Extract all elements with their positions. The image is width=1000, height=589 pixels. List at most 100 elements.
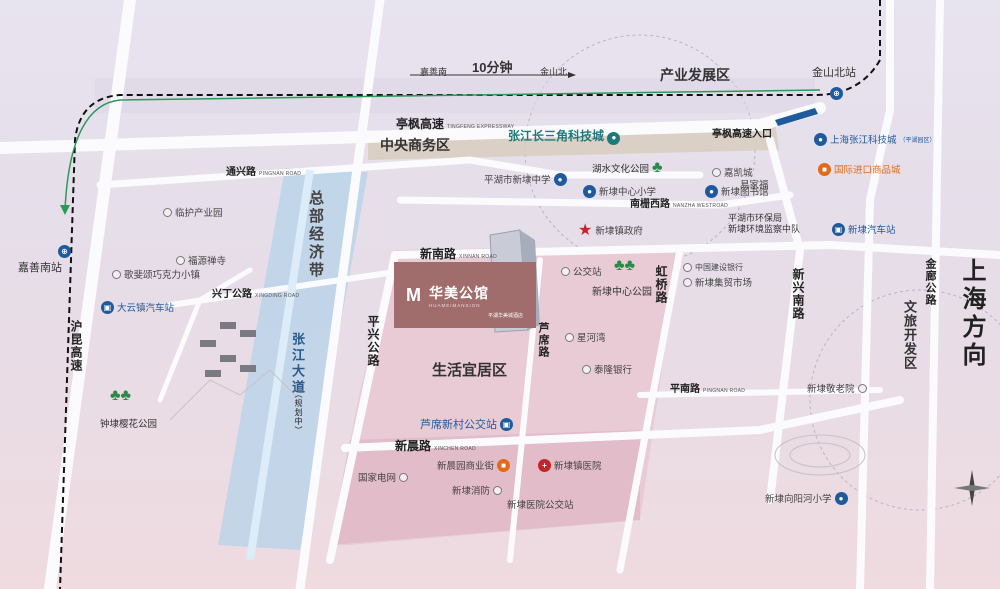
zone-industry: 产业发展区 [660, 67, 730, 83]
road-tingfeng-entry: 亭枫高速入口 [712, 129, 772, 140]
bank-icon [683, 263, 692, 272]
poi-xindai-bus: ▣新埭汽车站 [832, 222, 896, 236]
poi-xinchen-street: 新晨园商业街■ [437, 458, 511, 472]
poi-fire-station: 新埭消防 [452, 483, 503, 497]
star-icon: ★ [578, 222, 593, 239]
tree-icon: ♣♣ [614, 257, 635, 274]
school-icon: ● [834, 491, 848, 505]
place-icon [683, 277, 692, 287]
poi-xindai-library: ●新埭图书馆 [705, 184, 769, 198]
travel-time: 10分钟 [472, 60, 513, 75]
place-icon [712, 167, 721, 177]
poi-dayun-bus: ▣大云镇汽车站 [101, 300, 174, 314]
school-icon: ● [814, 132, 827, 146]
bus-icon: ▣ [500, 417, 513, 431]
poi-pinghu-middle: 平湖市新埭中学● [484, 172, 567, 186]
route-arrow [60, 205, 70, 215]
zone-culture: 文旅开发区 [902, 300, 917, 370]
poi-linhu-industrial: 临护产业园 [163, 205, 223, 219]
project-brand: M 华美公馆 HUAMEIMANSION [394, 262, 536, 328]
poi-env-team: 平湖市环保局 新埭环境监察中队 [728, 213, 801, 234]
poi-jiakai: 嘉凯城 [712, 165, 753, 179]
road-zhangjiang-planned: （规划中） [294, 390, 303, 435]
station-jinshan-north: 金山北站 [812, 67, 856, 79]
poi-central-park: 新埭中心公园 [592, 287, 652, 298]
expressway-entry-arrow [775, 108, 818, 126]
road-zhangjiang-avenue: 张江大道 [290, 332, 305, 396]
poi-zhongdai-park: 钟埭樱花公园 [100, 419, 158, 430]
poi-state-grid: 国家电网 [358, 470, 409, 484]
rail-line [59, 0, 881, 589]
road-xinxing-south: 新兴南路 [791, 268, 805, 320]
poi-zj-tech-park: ●上海张江科技城（平湖园区） [814, 132, 936, 146]
bank-icon [582, 364, 591, 374]
poi-luxi-bus: 芦席新村公交站▣ [420, 416, 513, 432]
place-icon [112, 269, 121, 279]
poi-tailong-bank: 泰隆银行 [582, 362, 632, 376]
school-icon: ● [553, 172, 567, 186]
project-name: 华美公馆 [429, 284, 489, 301]
hq-belt [218, 168, 368, 550]
bus-icon: ▣ [832, 222, 845, 236]
station-jiashan-south: 嘉善南站 [18, 262, 62, 274]
poi-town-gov: ★新埭镇政府 [578, 222, 643, 239]
tree-icon: ♣♣ [110, 387, 131, 404]
travel-to: 金山北 [540, 67, 568, 77]
poi-fuyuan-temple: 福源禅寺 [176, 253, 226, 267]
lake [774, 434, 866, 476]
tree-icon: ♣ [652, 159, 663, 176]
direction-shanghai: 上海方向 [958, 258, 985, 370]
place-icon [493, 485, 503, 495]
train-station-icon: ⊕ [58, 245, 71, 258]
poi-zhangjiang-tech: 张江长三角科技城 ● [508, 130, 621, 145]
mountain [169, 369, 301, 421]
road-hongqiao: 虹桥路 [654, 265, 668, 304]
road-pingxing: 平兴公路 [366, 315, 380, 367]
train-station-icon: ⊕ [830, 87, 843, 100]
poi-xinghewan: 星河湾 [565, 330, 606, 344]
travel-from: 嘉善南 [420, 67, 448, 77]
route-line [64, 89, 821, 211]
poi-xindai-primary: ●新埭中心小学 [583, 184, 656, 198]
poi-yijiafu: 易家福 [740, 180, 769, 191]
poi-hospital-bus: 新埭医院公交站 [507, 500, 574, 511]
place-icon [176, 255, 185, 265]
place-icon [163, 207, 172, 217]
school-icon: ● [583, 184, 596, 198]
school-icon: ● [607, 131, 621, 145]
hospital-icon: + [538, 458, 551, 472]
poi-xindai-market: 新埭集贸市场 [683, 275, 752, 289]
zone-cbd: 中央商务区 [380, 137, 450, 153]
zone-hq-economy: 总部经济带 [307, 190, 324, 280]
poi-hospital: +新埭镇医院 [538, 458, 602, 472]
shop-icon: ■ [818, 162, 831, 176]
compass-icon [954, 470, 990, 506]
place-icon [857, 383, 867, 393]
place-icon [565, 332, 574, 342]
poi-bus-stop: 公交站 [561, 264, 602, 278]
brand-logo-icon: M [406, 284, 421, 305]
bus-icon: ▣ [101, 300, 114, 314]
library-icon: ● [705, 184, 718, 198]
poi-gerui-town: 歌斐颂巧克力小镇 [112, 267, 200, 281]
poi-import-city: ■国际进口商品城 [818, 162, 901, 176]
poi-xishui-park: 湖水文化公园 [592, 164, 650, 175]
poi-xiangyang-primary: 新埭向阳河小学● [765, 491, 848, 505]
place-icon [561, 266, 570, 276]
road-hukun: 沪昆高速 [69, 320, 83, 372]
poi-elderly-home: 新埭敬老院 [807, 381, 867, 395]
place-icon [399, 472, 409, 482]
range-circle [809, 289, 1000, 511]
road-jinlang: 金廊公路 [924, 258, 936, 306]
project-en: HUAMEIMANSION [429, 302, 481, 308]
poi-ccb: 中国建设银行 [683, 262, 743, 273]
